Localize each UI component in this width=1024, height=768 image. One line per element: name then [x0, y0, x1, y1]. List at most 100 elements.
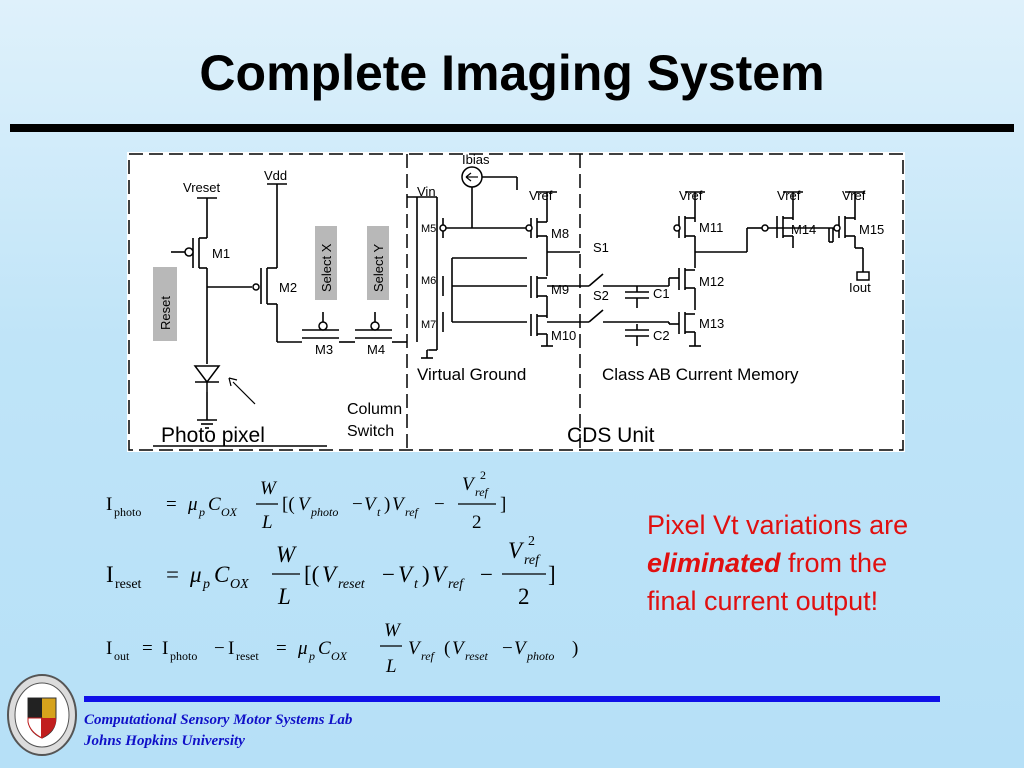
eq1-v: V [298, 494, 312, 515]
footer-divider [84, 696, 940, 702]
label-vin: Vin [417, 184, 436, 199]
label-vreset: Vreset [183, 180, 220, 195]
eq1-ox: OX [221, 505, 238, 519]
label-virtual-ground: Virtual Ground [417, 365, 526, 384]
slide-title: Complete Imaging System [199, 45, 825, 101]
eq2-v-sub: reset [338, 577, 366, 592]
eq1-frac-num-sub: ref [475, 485, 490, 499]
eq2-end: ] [548, 562, 556, 587]
eq1-frac-den: 2 [472, 512, 482, 533]
eq1-vt-sub: t [377, 505, 381, 519]
eq2-frac-num-sup: 2 [528, 534, 535, 549]
eq3-v-photo-sub: photo [526, 649, 554, 663]
circuit-diagram: Reset Select X Select Y Vreset Vdd Ibias… [127, 152, 905, 452]
eq3-w: W [384, 620, 402, 641]
eq3-i-sub: out [114, 649, 130, 663]
label-vref-m14: Vref [777, 188, 801, 203]
label-m6: M6 [421, 275, 436, 287]
label-iout: Iout [849, 280, 871, 295]
eq3-ox: OX [331, 649, 348, 663]
eq2-ox: OX [230, 577, 249, 592]
eq2-i: I [106, 562, 114, 587]
eq3-i: I [106, 638, 112, 659]
note-line-1: Pixel Vt variations are [647, 510, 909, 540]
eq2-vt: V [398, 562, 415, 587]
eq3-c: C [318, 638, 331, 659]
eq1-i: I [106, 494, 112, 515]
eq2-close-paren: ) [422, 562, 430, 587]
label-vref-m8: Vref [529, 188, 553, 203]
eq3-equals-a: = [142, 638, 153, 659]
eq2-mu: μ [189, 562, 202, 587]
eq2-vref: V [432, 562, 449, 587]
label-m1: M1 [212, 246, 230, 261]
label-select-y: Select Y [371, 243, 386, 292]
label-column-switch-2: Switch [347, 423, 394, 440]
eq2-vt-sub: t [414, 577, 419, 592]
eq2-frac-num-sub: ref [524, 553, 541, 568]
eq3-vref: V [408, 638, 422, 659]
eq1-bracket: [( [282, 494, 295, 515]
eq1-i-sub: photo [114, 505, 141, 519]
eq3-minus-b: − [502, 638, 513, 659]
eq2-v: V [322, 562, 339, 587]
eq2-frac-num: V [508, 538, 525, 563]
note-line-3: final current output! [647, 586, 879, 616]
eq2-equals: = [166, 562, 179, 587]
label-vdd: Vdd [264, 168, 287, 183]
label-m10: M10 [551, 328, 576, 343]
equation-out: I out = I photo − I reset = μ p C OX W L… [106, 620, 578, 677]
label-m14: M14 [791, 222, 816, 237]
label-column-switch-1: Column [347, 401, 402, 418]
label-m9: M9 [551, 282, 569, 297]
label-vref-m15: Vref [842, 188, 866, 203]
eq3-l: L [385, 656, 397, 677]
equation-photo: I photo = μ p C OX W L [( V photo − V t … [106, 468, 506, 533]
eq3-i-photo: I [162, 638, 168, 659]
eq2-bracket: [( [304, 562, 319, 587]
label-cds-unit: CDS Unit [567, 424, 655, 447]
eq3-v-reset: V [452, 638, 466, 659]
eq2-frac-den: 2 [518, 584, 530, 609]
eq3-i-reset-sub: reset [236, 649, 259, 663]
eq3-mu: μ [297, 638, 308, 659]
label-m7: M7 [421, 319, 436, 331]
eq2-w: W [276, 542, 297, 567]
label-m2: M2 [279, 280, 297, 295]
label-s1: S1 [593, 240, 609, 255]
eq2-p: p [202, 577, 210, 592]
label-photo-pixel: Photo pixel [161, 424, 265, 447]
eq3-minus-a: − [214, 638, 225, 659]
eq3-v-photo: V [514, 638, 528, 659]
eq3-i-reset: I [228, 638, 234, 659]
label-m5: M5 [421, 223, 436, 235]
eq1-v-sub: photo [310, 505, 338, 519]
label-vref-m11: Vref [679, 188, 703, 203]
footer-university: Johns Hopkins University [84, 733, 245, 749]
eq3-p: p [308, 649, 315, 663]
eq1-vt: V [364, 494, 378, 515]
label-m15: M15 [859, 222, 884, 237]
label-m3: M3 [315, 342, 333, 357]
label-m8: M8 [551, 226, 569, 241]
eq3-close-paren: ) [572, 638, 578, 659]
eq3-i-photo-sub: photo [170, 649, 197, 663]
eq1-minus-b: − [434, 494, 445, 515]
eq1-p: p [198, 505, 205, 519]
eq1-end: ] [500, 494, 506, 515]
eq3-v-reset-sub: reset [465, 649, 489, 663]
label-m4: M4 [367, 342, 385, 357]
eq1-minus: − [352, 494, 363, 515]
eq1-equals: = [166, 494, 177, 515]
eq2-i-sub: reset [115, 577, 142, 592]
eq1-close-paren: ) [384, 494, 390, 515]
eq1-l: L [261, 512, 273, 533]
eq1-mu: μ [187, 494, 198, 515]
equations: I photo = μ p C OX W L [( V photo − V t … [106, 468, 578, 677]
eq1-w: W [260, 478, 278, 499]
eq2-minus-b: − [480, 562, 493, 587]
label-class-ab: Class AB Current Memory [602, 365, 799, 384]
eq3-vref-sub: ref [421, 649, 436, 663]
label-reset: Reset [158, 296, 173, 330]
eq1-frac-num: V [462, 474, 476, 495]
